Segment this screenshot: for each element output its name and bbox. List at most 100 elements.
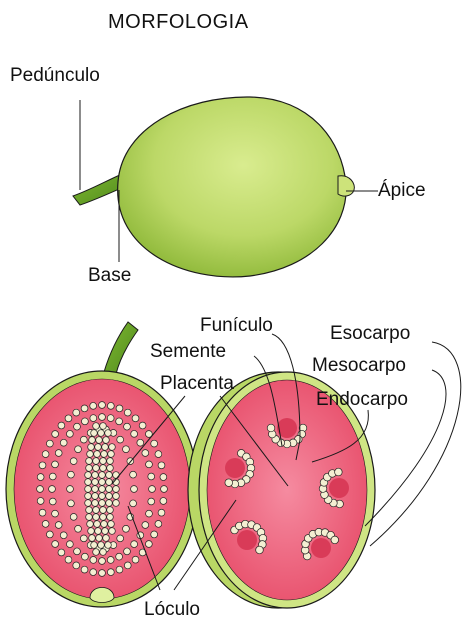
seed xyxy=(137,439,144,446)
seed xyxy=(267,424,275,432)
seed xyxy=(81,566,88,573)
seed xyxy=(90,415,97,422)
label-endocarp: Endocarpo xyxy=(316,390,408,409)
seed xyxy=(139,422,146,429)
seed xyxy=(113,472,120,479)
seed xyxy=(99,414,106,421)
seed xyxy=(87,451,94,458)
seed xyxy=(331,536,339,544)
seed xyxy=(103,535,110,542)
seed xyxy=(161,486,168,493)
seed xyxy=(124,562,131,569)
seed xyxy=(37,486,44,493)
seed xyxy=(75,525,82,532)
seed xyxy=(66,541,73,548)
seed xyxy=(80,436,87,443)
seed xyxy=(66,430,73,437)
seed xyxy=(65,556,72,563)
seed xyxy=(90,402,97,409)
seed xyxy=(39,509,46,516)
seed xyxy=(88,444,95,451)
seed xyxy=(96,535,103,542)
seed xyxy=(90,557,97,564)
seed xyxy=(100,458,107,465)
seed xyxy=(130,500,137,507)
seed xyxy=(130,471,137,478)
seed xyxy=(151,531,158,538)
seed xyxy=(158,509,165,516)
seed xyxy=(92,486,99,493)
seed xyxy=(124,548,131,555)
seed xyxy=(73,409,80,416)
seed xyxy=(99,500,106,507)
seed xyxy=(100,514,107,521)
seed xyxy=(113,500,120,507)
seed xyxy=(85,493,92,500)
seed xyxy=(93,423,100,430)
seed xyxy=(225,479,233,487)
locule-cavity xyxy=(225,458,245,478)
seed xyxy=(74,548,81,555)
seed xyxy=(65,415,72,422)
locule-cavity xyxy=(237,530,257,550)
seed xyxy=(108,521,115,528)
seed xyxy=(99,479,106,486)
seed xyxy=(91,542,98,549)
seed xyxy=(107,465,114,472)
seed xyxy=(86,507,93,514)
seed xyxy=(160,498,167,505)
seed xyxy=(95,444,102,451)
seed xyxy=(93,514,100,521)
label-apex: Ápice xyxy=(378,181,426,200)
seed xyxy=(37,474,44,481)
seed xyxy=(145,541,152,548)
seed xyxy=(99,402,106,409)
seed xyxy=(107,458,114,465)
seed xyxy=(86,458,93,465)
seed xyxy=(109,444,116,451)
seed xyxy=(39,462,46,469)
seed xyxy=(60,439,67,446)
seed xyxy=(81,405,88,412)
seed xyxy=(132,556,139,563)
seed xyxy=(107,415,114,422)
seed xyxy=(92,493,99,500)
seed xyxy=(113,486,120,493)
seed xyxy=(101,451,108,458)
seed xyxy=(123,446,130,453)
seed xyxy=(42,520,49,527)
seed xyxy=(148,498,155,505)
seed xyxy=(107,402,114,409)
seed xyxy=(148,473,155,480)
seed xyxy=(55,450,62,457)
seed xyxy=(46,531,53,538)
seed xyxy=(81,553,88,560)
seed xyxy=(116,553,123,560)
seed xyxy=(100,423,107,430)
seed xyxy=(103,437,110,444)
seed xyxy=(100,507,107,514)
seed xyxy=(85,500,92,507)
locule-cavity xyxy=(311,538,331,558)
seed xyxy=(102,528,109,535)
seed xyxy=(106,493,113,500)
seed xyxy=(92,472,99,479)
label-placenta: Placenta xyxy=(160,374,234,393)
seed xyxy=(42,451,49,458)
seed xyxy=(99,570,106,577)
label-locule: Lóculo xyxy=(144,600,200,619)
seed xyxy=(99,558,106,565)
seed xyxy=(151,440,158,447)
longitudinal-section xyxy=(6,322,198,607)
seed xyxy=(106,500,113,507)
label-funiculus: Funículo xyxy=(200,316,273,335)
seed xyxy=(155,520,162,527)
whole-fruit xyxy=(73,97,354,277)
seed xyxy=(92,479,99,486)
seed xyxy=(52,431,59,438)
seed xyxy=(93,458,100,465)
seed xyxy=(96,437,103,444)
diagram-title: MORFOLOGIA xyxy=(108,12,249,32)
seed xyxy=(67,486,74,493)
seed xyxy=(94,521,101,528)
